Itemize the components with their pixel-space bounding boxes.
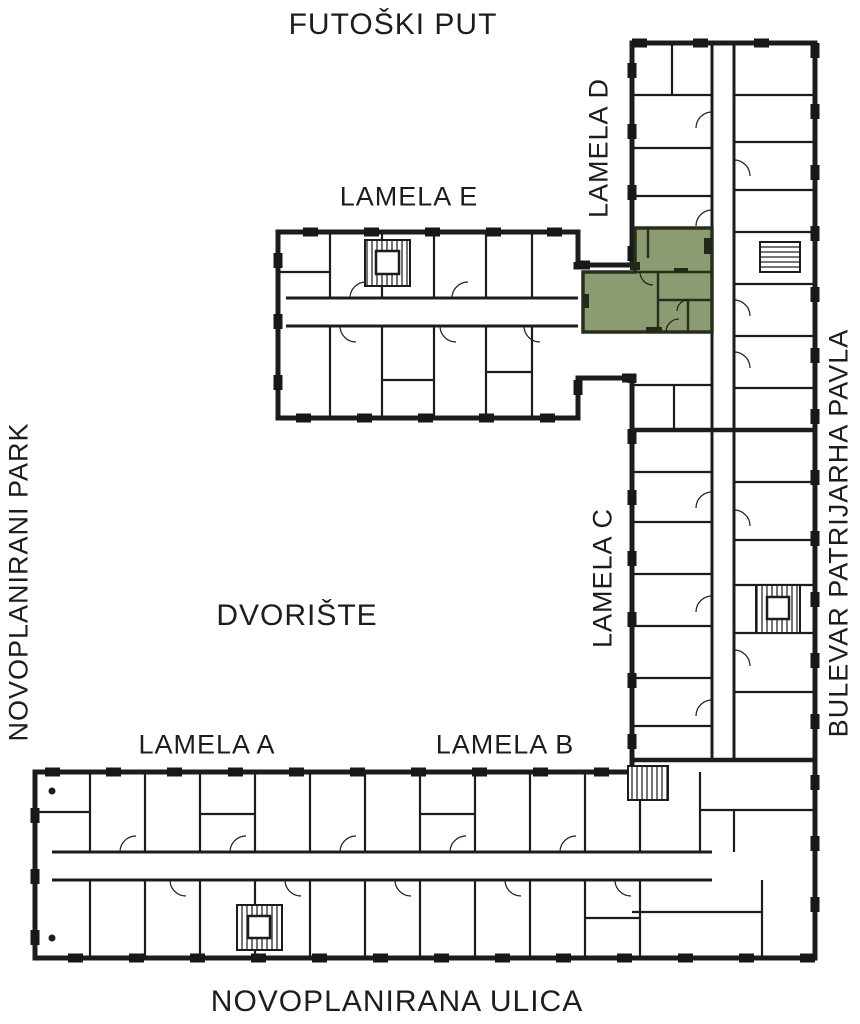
section-divider-walls — [578, 375, 815, 763]
pillar-dot — [48, 934, 56, 942]
stairwell-lamela-d — [759, 241, 801, 273]
pillar-dot — [48, 787, 56, 795]
building-label-lamela-a: LAMELA A — [138, 729, 276, 760]
building-label-lamela-e: LAMELA E — [339, 181, 479, 212]
area-label-dvoriste: DVORIŠTE — [216, 599, 378, 632]
interior-walls — [35, 43, 815, 958]
stairwell-lamela-c — [755, 584, 801, 634]
stairwell-lamela-b — [627, 765, 669, 801]
building-label-lamela-b: LAMELA B — [435, 729, 575, 760]
street-label-novoplanirana-ulica: NOVOPLANIRANA ULICA — [210, 985, 584, 1018]
selected-unit-door-arcs — [639, 271, 689, 333]
building-label-lamela-d: LAMELA D — [583, 77, 614, 219]
street-label-futoski-put: FUTOŠKI PUT — [288, 8, 498, 41]
stairwell-lamela-e — [364, 239, 411, 287]
building-label-lamela-c: LAMELA C — [587, 507, 618, 649]
area-label-novoplanirani-park: NOVOPLANIRANI PARK — [3, 422, 34, 742]
selected-apartment-unit[interactable] — [581, 226, 714, 334]
street-label-bulevar-patrijarha-pavla: BULEVAR PATRIJARHA PAVLA — [823, 328, 854, 738]
door-arcs — [119, 111, 751, 897]
stairwell-lamela-a — [236, 904, 283, 951]
